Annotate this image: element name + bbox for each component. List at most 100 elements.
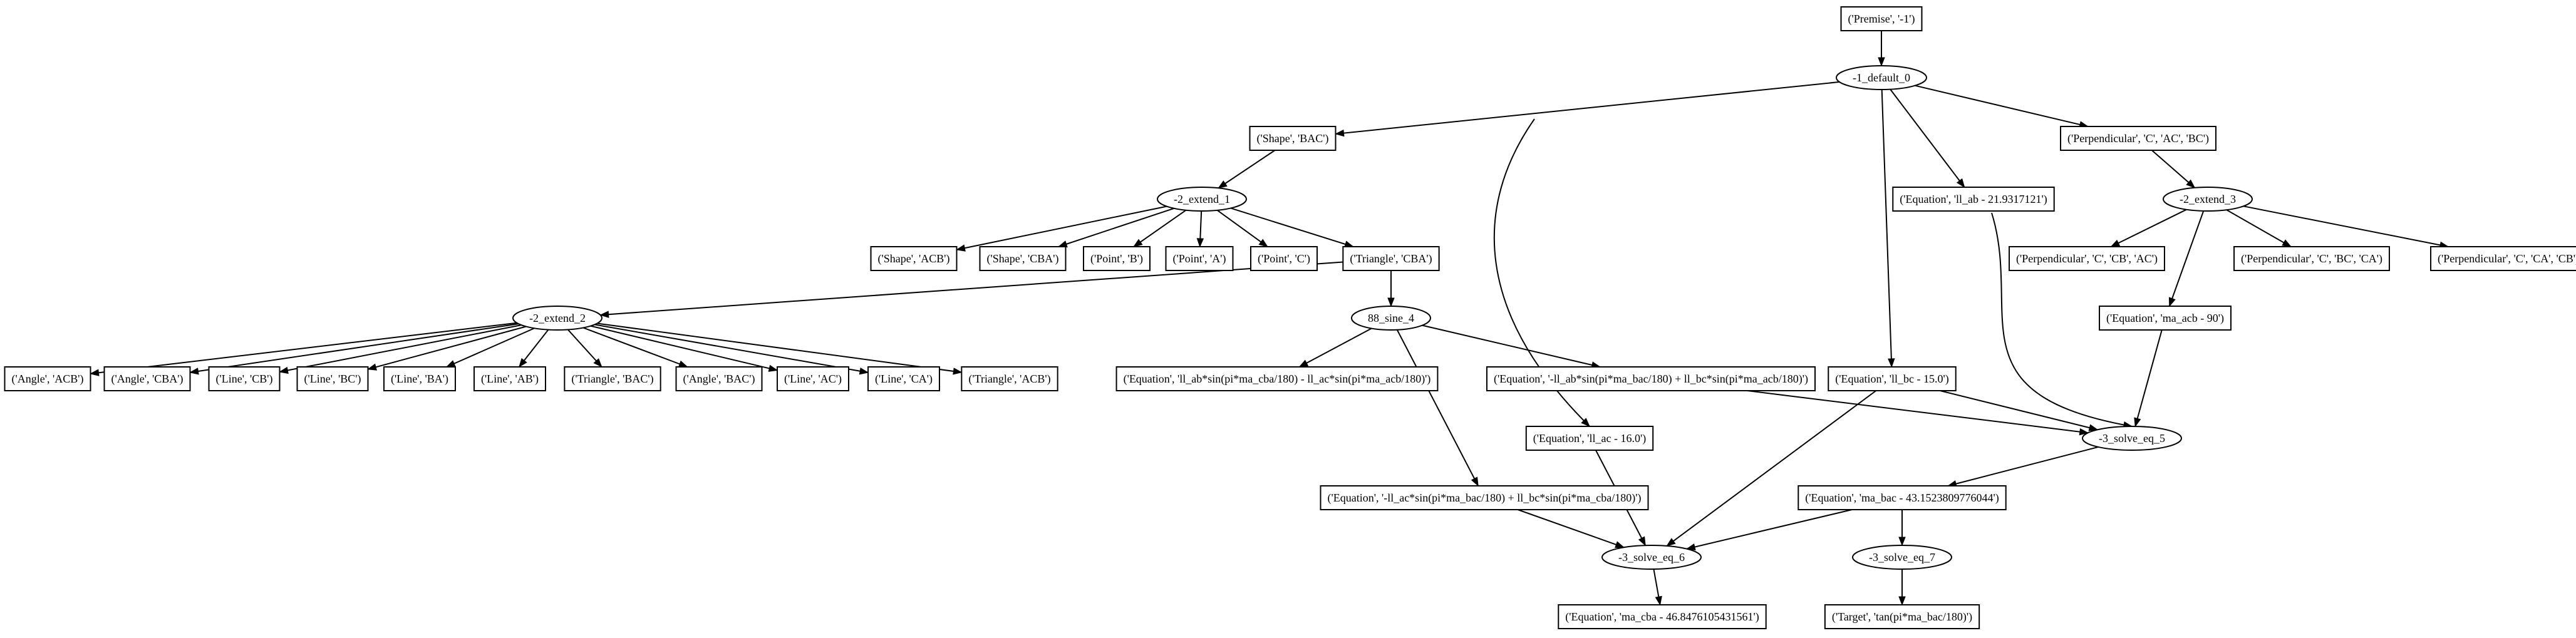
graph-box-node: ('Line', 'BA') [383, 366, 456, 391]
graph-box-node: ('Shape', 'ACB') [870, 246, 958, 271]
arrow-head [2186, 179, 2196, 188]
graph-ellipse-node: -3_solve_eq_5 [2082, 426, 2182, 451]
arrow-head [593, 358, 603, 368]
node-ellipse [2163, 187, 2253, 212]
node-label: -1_default_0 [1853, 71, 1910, 84]
edge-line [2243, 205, 2449, 247]
graph-box-node: ('Equation', 'll_ab*sin(pi*ma_cba/180) -… [1115, 366, 1439, 391]
graph-edge [90, 322, 517, 376]
edge-line [2226, 209, 2292, 247]
graph-box-node: ('Triangle', 'CBA') [1342, 246, 1440, 271]
graph-edge [1422, 324, 1601, 369]
graph-box-node: ('Shape', 'BAC') [1249, 126, 1337, 151]
edge-line [956, 205, 1167, 250]
node-box [208, 366, 281, 391]
edge-line [2168, 210, 2205, 307]
node-box [961, 366, 1058, 391]
node-box [1558, 604, 1767, 629]
edge-line [1230, 207, 1353, 247]
graph-ellipse-node: -2_extend_1 [1157, 187, 1247, 212]
edge-line [1518, 509, 1625, 548]
graph-edge [597, 322, 963, 375]
node-box [1165, 246, 1234, 271]
arrow-head [1655, 595, 1662, 606]
node-label: -3_solve_eq_7 [1869, 551, 1935, 563]
graph-ellipse-node: -1_default_0 [1836, 65, 1927, 90]
graph-box-node: ('Perpendicular', 'C', 'AC', 'BC') [2060, 126, 2216, 151]
arrow-head [1898, 596, 1906, 606]
edge-line [2134, 329, 2163, 427]
graph-box-node: ('Triangle', 'BAC') [564, 366, 661, 391]
edge-line [1991, 212, 2133, 427]
edge-layer [90, 31, 2449, 606]
arrow-head [1258, 239, 1268, 247]
graph-edge [2226, 209, 2292, 247]
graph-box-node: ('Perpendicular', 'C', 'BC', 'CA') [2233, 246, 2390, 271]
node-label: ('Point', 'C') [1258, 252, 1310, 265]
edge-line [2111, 208, 2187, 247]
arrow-head [1298, 359, 1309, 368]
edge-line [90, 322, 517, 374]
node-label: ('Angle', 'ACB') [12, 373, 84, 386]
node-ellipse [1157, 187, 1247, 212]
graph-edge [1653, 569, 1662, 606]
edge-line [1686, 509, 1853, 550]
arrow-head [367, 363, 378, 371]
arrow-head [279, 366, 289, 374]
node-label: ('Equation', 'll_bc - 15.0') [1835, 373, 1948, 386]
edge-line [1940, 390, 2098, 431]
graph-edge [1387, 270, 1395, 307]
graph-edge [445, 327, 535, 368]
arrow-head [1878, 57, 1885, 67]
node-label: ('Point', 'A') [1173, 252, 1226, 265]
node-ellipse [2082, 426, 2182, 451]
edge-line [1133, 209, 1187, 247]
node-box [1249, 126, 1337, 151]
arrow-head [2282, 239, 2292, 247]
node-ellipse [1351, 306, 1431, 331]
node-box [2233, 246, 2390, 271]
arrow-head [2110, 239, 2121, 247]
arrow-head [678, 360, 688, 368]
node-box [2009, 246, 2165, 271]
edge-line [1915, 85, 2088, 127]
node-box [1320, 485, 1649, 510]
node-box [1828, 366, 1957, 391]
graph-edge [1747, 390, 2089, 436]
node-label: ('Equation', 'ma_acb - 90') [2106, 312, 2224, 325]
edge-line [368, 326, 527, 370]
edge-line [1881, 89, 1893, 368]
graph-edge [1216, 210, 1268, 247]
node-box [777, 366, 849, 391]
graph-ellipse-node: -2_extend_2 [512, 306, 603, 331]
node-box [1486, 366, 1816, 391]
node-label: ('Line', 'BC') [304, 373, 361, 386]
node-label: ('Angle', 'CBA') [111, 373, 184, 386]
node-label: -2_extend_1 [1174, 193, 1230, 205]
node-ellipse [1601, 545, 1702, 570]
graph-box-node: ('Angle', 'BAC') [675, 366, 763, 391]
edge-line [2151, 150, 2195, 188]
graph-box-node: ('Perpendicular', 'C', 'CA', 'CB') [2430, 246, 2576, 271]
graph-box-node: ('Equation', 'll_bc - 15.0') [1828, 366, 1957, 391]
arrow-head [1638, 536, 1646, 547]
graph-box-node: ('Line', 'AB') [473, 366, 546, 391]
graph-box-node: ('Line', 'BC') [296, 366, 369, 391]
arrow-head [599, 311, 609, 318]
node-ellipse [1836, 65, 1927, 90]
arrow-head [1615, 541, 1625, 548]
edge-line [582, 327, 688, 368]
arrow-head [90, 369, 100, 376]
node-label: ('Equation', 'll_ab - 21.9317121') [1900, 193, 2047, 206]
node-label: ('Line', 'BA') [391, 373, 448, 386]
node-label: ('Triangle', 'BAC') [571, 373, 653, 386]
graph-edge [1230, 207, 1354, 248]
arrow-head [953, 368, 963, 375]
arrow-head [1196, 238, 1204, 248]
graph-edge [1218, 150, 1276, 189]
graph-edge [1518, 509, 1625, 548]
node-box [2060, 126, 2216, 151]
node-label: ('Equation', 'll_ac - 16.0') [1533, 432, 1646, 445]
node-label: ('Equation', 'ma_bac - 43.1523809776044'… [1805, 491, 1999, 505]
